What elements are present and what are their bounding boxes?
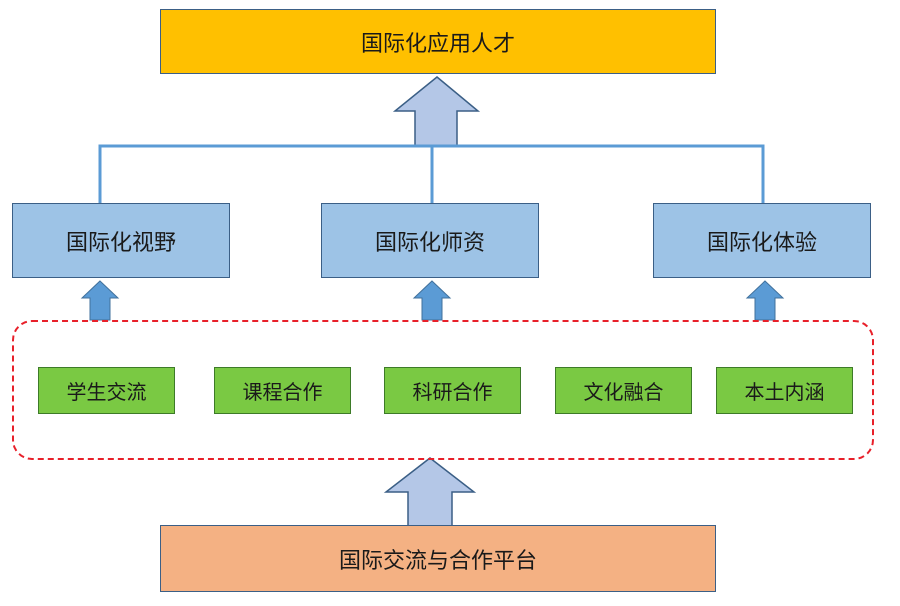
activity-box-student-exchange: 学生交流 bbox=[38, 367, 175, 414]
activities-group bbox=[12, 320, 874, 460]
talent-goal-label: 国际化应用人才 bbox=[360, 31, 515, 57]
pillar-label: 国际化师资 bbox=[374, 230, 485, 256]
talent-goal-box: 国际化应用人才 bbox=[160, 9, 716, 74]
activity-box-research-cooperation: 科研合作 bbox=[384, 367, 521, 414]
arrow-up-to-mid-1 bbox=[80, 280, 120, 321]
pillar-label: 国际化视野 bbox=[65, 230, 176, 256]
pillar-box-vision: 国际化视野 bbox=[12, 203, 230, 278]
activity-label: 课程合作 bbox=[242, 380, 323, 404]
activity-label: 科研合作 bbox=[412, 380, 493, 404]
pillar-label: 国际化体验 bbox=[706, 230, 817, 256]
arrow-up-from-platform bbox=[383, 457, 477, 527]
pillar-box-experience: 国际化体验 bbox=[653, 203, 871, 278]
arrow-up-to-mid-3 bbox=[745, 280, 785, 321]
activity-box-course-cooperation: 课程合作 bbox=[214, 367, 351, 414]
activity-label: 本土内涵 bbox=[744, 380, 825, 404]
activity-label: 学生交流 bbox=[66, 380, 147, 404]
activity-label: 文化融合 bbox=[583, 380, 664, 404]
pillar-box-faculty: 国际化师资 bbox=[321, 203, 539, 278]
activity-box-local-connotation: 本土内涵 bbox=[716, 367, 853, 414]
arrow-up-to-mid-2 bbox=[412, 280, 452, 321]
arrow-up-to-top bbox=[392, 76, 481, 147]
platform-box: 国际交流与合作平台 bbox=[160, 525, 716, 592]
platform-label: 国际交流与合作平台 bbox=[338, 548, 537, 574]
activity-box-cultural-integration: 文化融合 bbox=[555, 367, 692, 414]
